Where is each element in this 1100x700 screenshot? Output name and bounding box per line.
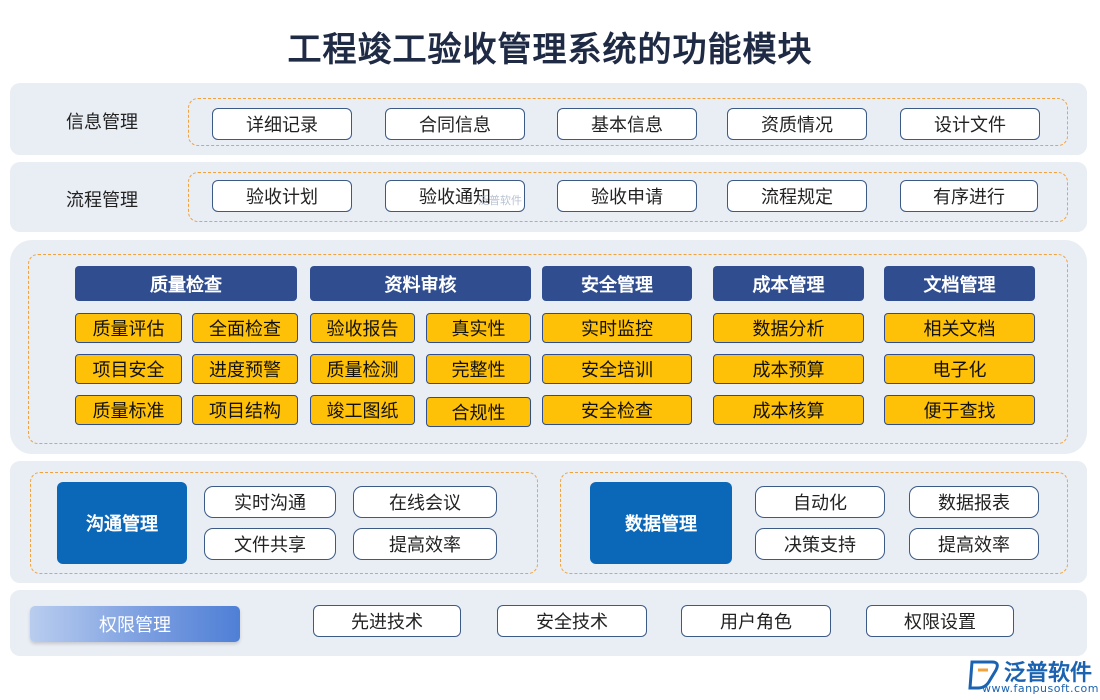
module-header: 资料审核 [310, 266, 531, 301]
band-comm-data [10, 461, 1087, 583]
module-cell: 真实性 [426, 313, 531, 343]
process-item: 验收通知 [385, 180, 525, 212]
fanpu-logo-icon [968, 660, 999, 690]
module-cell: 安全培训 [542, 354, 692, 384]
watermark: 泛普软件 [478, 194, 522, 207]
info-item: 合同信息 [385, 108, 525, 140]
comm-item: 文件共享 [204, 528, 336, 560]
fanpu-logo-mark [968, 660, 999, 690]
module-cell: 成本核算 [713, 395, 864, 425]
module-cell: 安全检查 [542, 395, 692, 425]
data-item: 提高效率 [909, 528, 1039, 560]
data-label: 数据管理 [590, 482, 732, 564]
module-header: 安全管理 [542, 266, 692, 301]
data-item: 决策支持 [755, 528, 885, 560]
module-cell: 相关文档 [884, 313, 1035, 343]
info-item: 资质情况 [727, 108, 867, 140]
data-group [560, 472, 1068, 574]
module-cell: 项目结构 [192, 395, 298, 425]
info-label: 信息管理 [66, 112, 138, 133]
comm-item: 在线会议 [353, 486, 497, 518]
info-item: 基本信息 [557, 108, 697, 140]
module-cell: 数据分析 [713, 313, 864, 343]
process-item: 流程规定 [727, 180, 867, 212]
comm-item: 提高效率 [353, 528, 497, 560]
logo-name: 泛普软件 [1004, 661, 1093, 686]
module-cell: 质量标准 [75, 395, 182, 425]
process-item: 验收申请 [557, 180, 697, 212]
module-cell: 成本预算 [713, 354, 864, 384]
data-item: 自动化 [755, 486, 885, 518]
info-group [188, 98, 1068, 146]
info-item: 详细记录 [212, 108, 352, 140]
data-item: 数据报表 [909, 486, 1039, 518]
module-header: 文档管理 [884, 266, 1035, 301]
process-group [188, 172, 1068, 222]
comm-item: 实时沟通 [204, 486, 336, 518]
module-cell: 进度预警 [192, 354, 298, 384]
page-title: 工程竣工验收管理系统的功能模块 [287, 30, 813, 70]
process-item: 有序进行 [900, 180, 1038, 212]
perm-item: 先进技术 [313, 605, 461, 637]
process-item: 验收计划 [212, 180, 352, 212]
module-cell: 全面检查 [192, 313, 298, 343]
process-label: 流程管理 [66, 190, 138, 211]
module-cell: 电子化 [884, 354, 1035, 384]
module-cell: 验收报告 [310, 313, 415, 343]
module-cell: 竣工图纸 [310, 395, 415, 425]
comm-label: 沟通管理 [57, 482, 187, 564]
module-header: 成本管理 [713, 266, 864, 301]
logo-url: www.fanpusoft.com [982, 682, 1099, 695]
module-cell: 便于查找 [884, 395, 1035, 425]
modules-group [28, 254, 1068, 444]
module-cell: 质量检测 [310, 354, 415, 384]
perm-item: 安全技术 [497, 605, 647, 637]
module-header: 质量检查 [75, 266, 297, 301]
module-cell: 合规性 [426, 397, 531, 427]
perm-label: 权限管理 [30, 606, 240, 642]
module-cell: 项目安全 [75, 354, 182, 384]
perm-item: 权限设置 [866, 605, 1014, 637]
info-item: 设计文件 [900, 108, 1040, 140]
perm-item: 用户角色 [681, 605, 831, 637]
module-cell: 完整性 [426, 354, 531, 384]
module-cell: 质量评估 [75, 313, 182, 343]
comm-group [30, 472, 538, 574]
module-cell: 实时监控 [542, 313, 692, 343]
